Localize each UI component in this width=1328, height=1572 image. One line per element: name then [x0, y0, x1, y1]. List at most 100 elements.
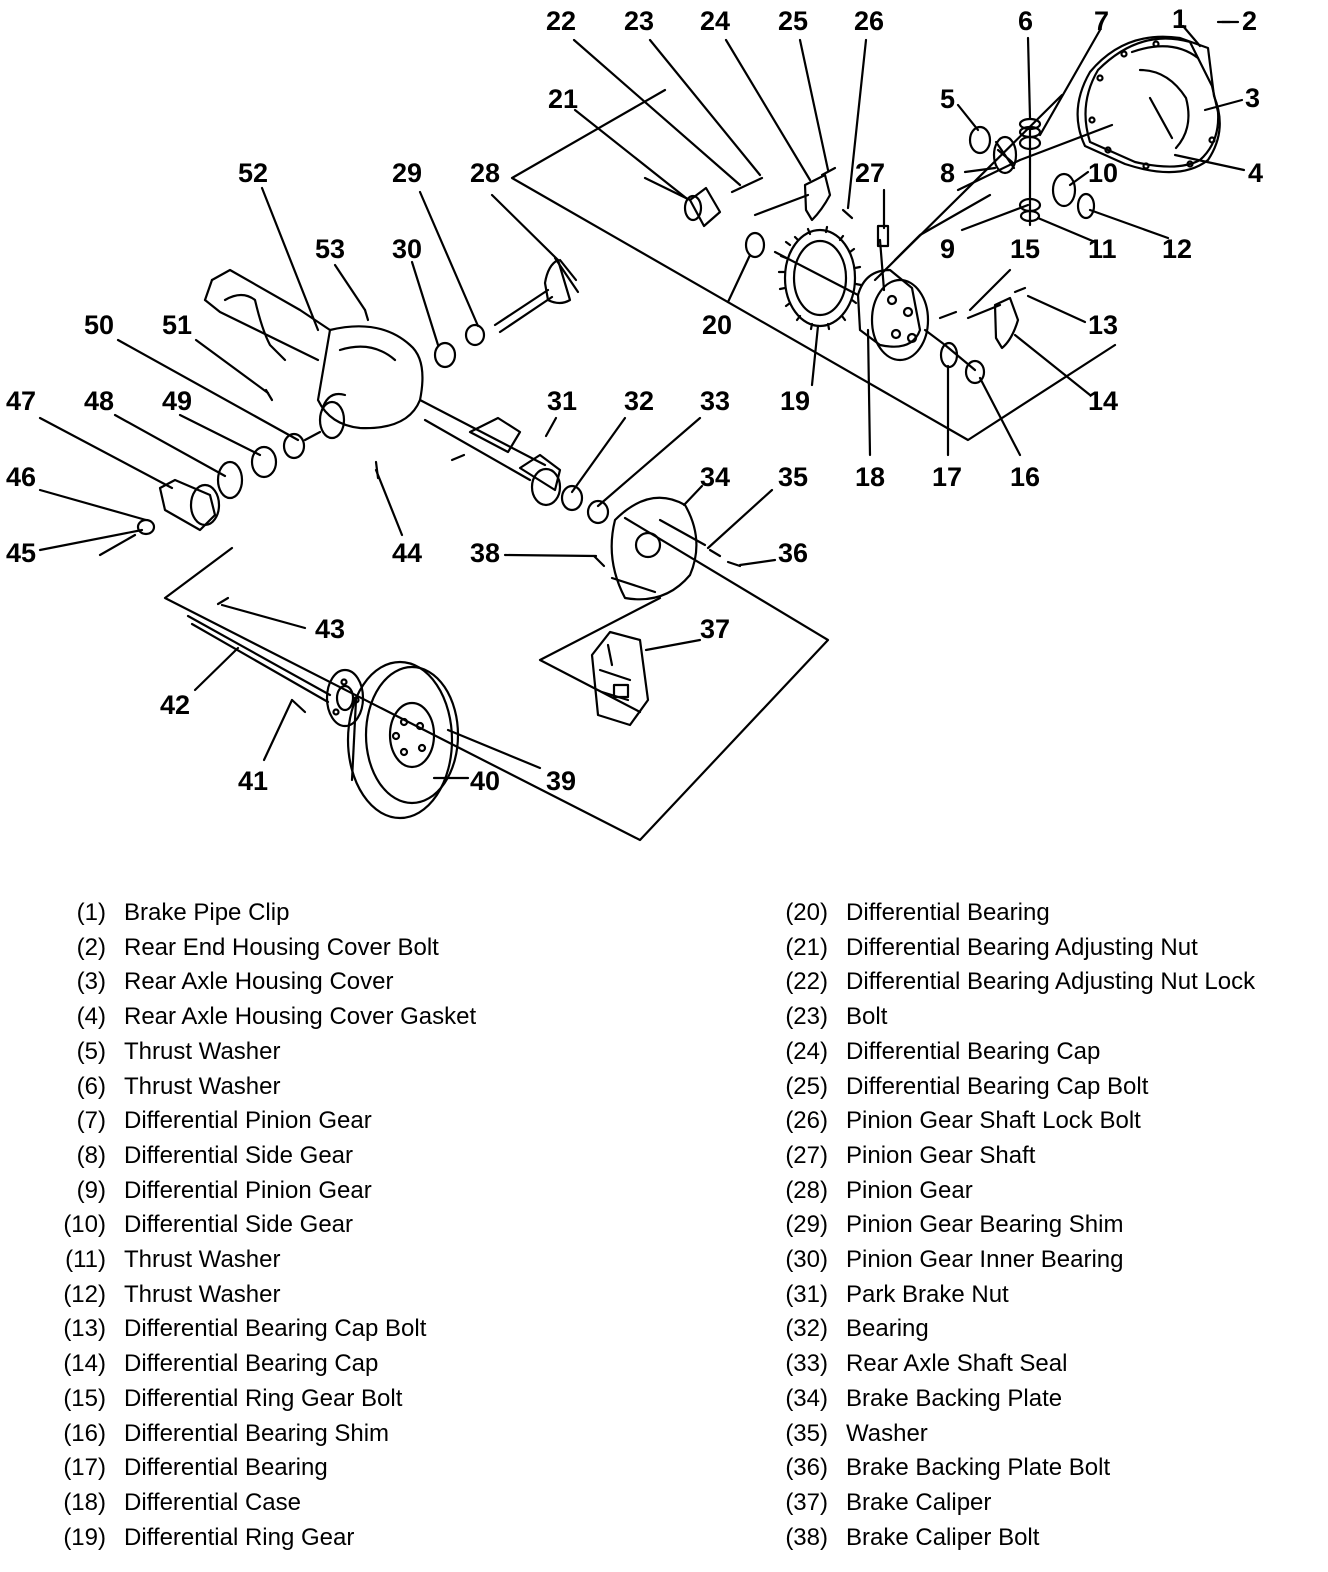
legend-part-name: Thrust Washer [124, 1072, 281, 1100]
differential-ring-gear [777, 225, 863, 331]
legend-item: (34)Brake Backing Plate [768, 1382, 1328, 1417]
legend-item: (19) Differential Ring Gear [34, 1521, 684, 1556]
legend-item: (10) Differential Side Gear [34, 1208, 684, 1243]
legend-part-name: Differential Bearing Cap Bolt [846, 1072, 1149, 1100]
legend-item: (12) Thrust Washer [34, 1278, 684, 1313]
legend-item: (23)Bolt [768, 1000, 1328, 1035]
callout-24: 24 [700, 6, 730, 36]
legend-number: (5) [76, 1037, 106, 1065]
leader-lines [38, 20, 1246, 780]
legend-number: (11) [65, 1246, 106, 1274]
legend-number: (28) [785, 1176, 828, 1204]
legend-number: (12) [63, 1280, 106, 1308]
rear-axle-housing [203, 268, 562, 492]
legend-item: (38)Brake Caliper Bolt [768, 1521, 1328, 1556]
callout-18: 18 [855, 462, 885, 492]
legend-number: (1) [76, 899, 106, 926]
legend-part-name: Rear End Housing Cover Bolt [124, 933, 439, 961]
legend-part-name: Differential Case [124, 1488, 301, 1516]
legend-item: (17)Differential Bearing [34, 1451, 684, 1486]
legend-part-name: Thrust Washer [124, 1246, 281, 1274]
axle-bearing-and-seal [530, 467, 610, 525]
legend-number: (19) [63, 1523, 106, 1551]
callout-2: 2 [1242, 6, 1257, 36]
legend-number: (2) [76, 933, 106, 961]
callout-14: 14 [1088, 386, 1118, 416]
legend-item: (21)Differential Bearing Adjusting Nut [768, 931, 1328, 966]
legend-number: (37) [785, 1488, 828, 1516]
legend-number: (35) [785, 1419, 828, 1447]
legend-part-name: Thrust Washer [124, 1280, 281, 1308]
legend-part-name: Differential Ring Gear [124, 1523, 355, 1551]
legend-part-name: Differential Bearing Adjusting Nut [846, 933, 1198, 961]
brake-backing-plate [610, 496, 707, 601]
callout-44: 44 [392, 538, 422, 568]
legend-number: (14) [63, 1350, 106, 1378]
parts-legend-left: (1) Brake Pipe Clip (2) Rear End Housing C… [34, 896, 684, 1555]
legend-part-name: Rear Axle Shaft Seal [846, 1350, 1068, 1378]
legend-number: (26) [785, 1107, 828, 1135]
callout-23: 23 [624, 6, 654, 36]
callout-47: 47 [6, 386, 36, 416]
pinion-flange-and-seals [98, 430, 322, 557]
legend-part-name: Pinion Gear [846, 1176, 973, 1204]
legend-number: (10) [63, 1211, 106, 1239]
callout-40: 40 [470, 766, 500, 796]
legend-number: (24) [785, 1037, 828, 1065]
legend-number: (16) [63, 1419, 106, 1447]
callout-28: 28 [470, 158, 500, 188]
legend-part-name: Brake Backing Plate Bolt [846, 1454, 1111, 1482]
callout-6: 6 [1018, 6, 1033, 36]
legend-number: (7) [76, 1107, 106, 1135]
bearing-cap-and-bolts-top [730, 166, 854, 222]
callout-46: 46 [6, 462, 36, 492]
bearing-cap-right [923, 286, 1027, 385]
legend-item: (28) Pinion Gear [768, 1174, 1328, 1209]
legend-part-name: Differential Side Gear [124, 1211, 354, 1239]
callout-48: 48 [84, 386, 114, 416]
pinion-gear [433, 256, 580, 369]
legend-number: (31) [785, 1280, 828, 1308]
legend-part-name: Differential Pinion Gear [124, 1107, 372, 1135]
callout-7: 7 [1094, 6, 1109, 36]
brake-rotor [346, 660, 460, 820]
callout-35: 35 [778, 462, 808, 492]
legend-part-name: Brake Caliper [846, 1488, 992, 1516]
legend-item: (5)Thrust Washer [34, 1035, 684, 1070]
legend-part-name: Brake Pipe Clip [124, 899, 290, 926]
callout-22: 22 [546, 6, 576, 36]
legend-part-name: Pinion Gear Inner Bearing [846, 1246, 1124, 1274]
callout-43: 43 [315, 614, 345, 644]
legend-item: (4)Rear Axle Housing Cover Gasket [34, 1000, 684, 1035]
legend-item: (1) Brake Pipe Clip [34, 896, 684, 931]
callout-29: 29 [392, 158, 422, 188]
legend-item: (31)Park Brake Nut [768, 1278, 1328, 1313]
callout-41: 41 [238, 766, 268, 796]
callout-37: 37 [700, 614, 730, 644]
legend-part-name: Differential Bearing Adjusting Nut Lock [846, 968, 1256, 996]
legend-item: (9)Differential Pinion Gear [34, 1174, 684, 1209]
legend-item: (27)Pinion Gear Shaft [768, 1139, 1328, 1174]
legend-item: (33)Rear Axle Shaft Seal [768, 1347, 1328, 1382]
legend-number: (36) [785, 1454, 828, 1482]
legend-part-name: Bearing [846, 1315, 929, 1343]
legend-part-name: Brake Caliper Bolt [846, 1523, 1040, 1551]
callout-10: 10 [1088, 158, 1118, 188]
legend-item: (32) Bearing [768, 1312, 1328, 1347]
legend-part-name: Differential Bearing Cap Bolt [124, 1315, 427, 1343]
legend-number: (30) [785, 1246, 828, 1274]
legend-item: (7) Differential Pinion Gear [34, 1104, 684, 1139]
exploded-axle-diagram: 1 2 3 4 5 6 7 8 9 10 11 12 13 14 15 16 1… [6, 4, 1263, 842]
callout-32: 32 [624, 386, 654, 416]
legend-number: (17) [63, 1454, 106, 1482]
legend-item: (11) Thrust Washer [34, 1243, 684, 1278]
legend-number: (9) [76, 1176, 106, 1204]
legend-number: (20) [785, 899, 828, 926]
legend-item: (25)Differential Bearing Cap Bolt [768, 1070, 1328, 1105]
legend-number: (8) [76, 1141, 106, 1169]
legend-item: (6)Thrust Washer [34, 1070, 684, 1105]
legend-number: (32) [785, 1315, 828, 1343]
callout-5: 5 [940, 84, 955, 114]
legend-part-name: Washer [846, 1419, 928, 1447]
callout-39: 39 [546, 766, 576, 796]
